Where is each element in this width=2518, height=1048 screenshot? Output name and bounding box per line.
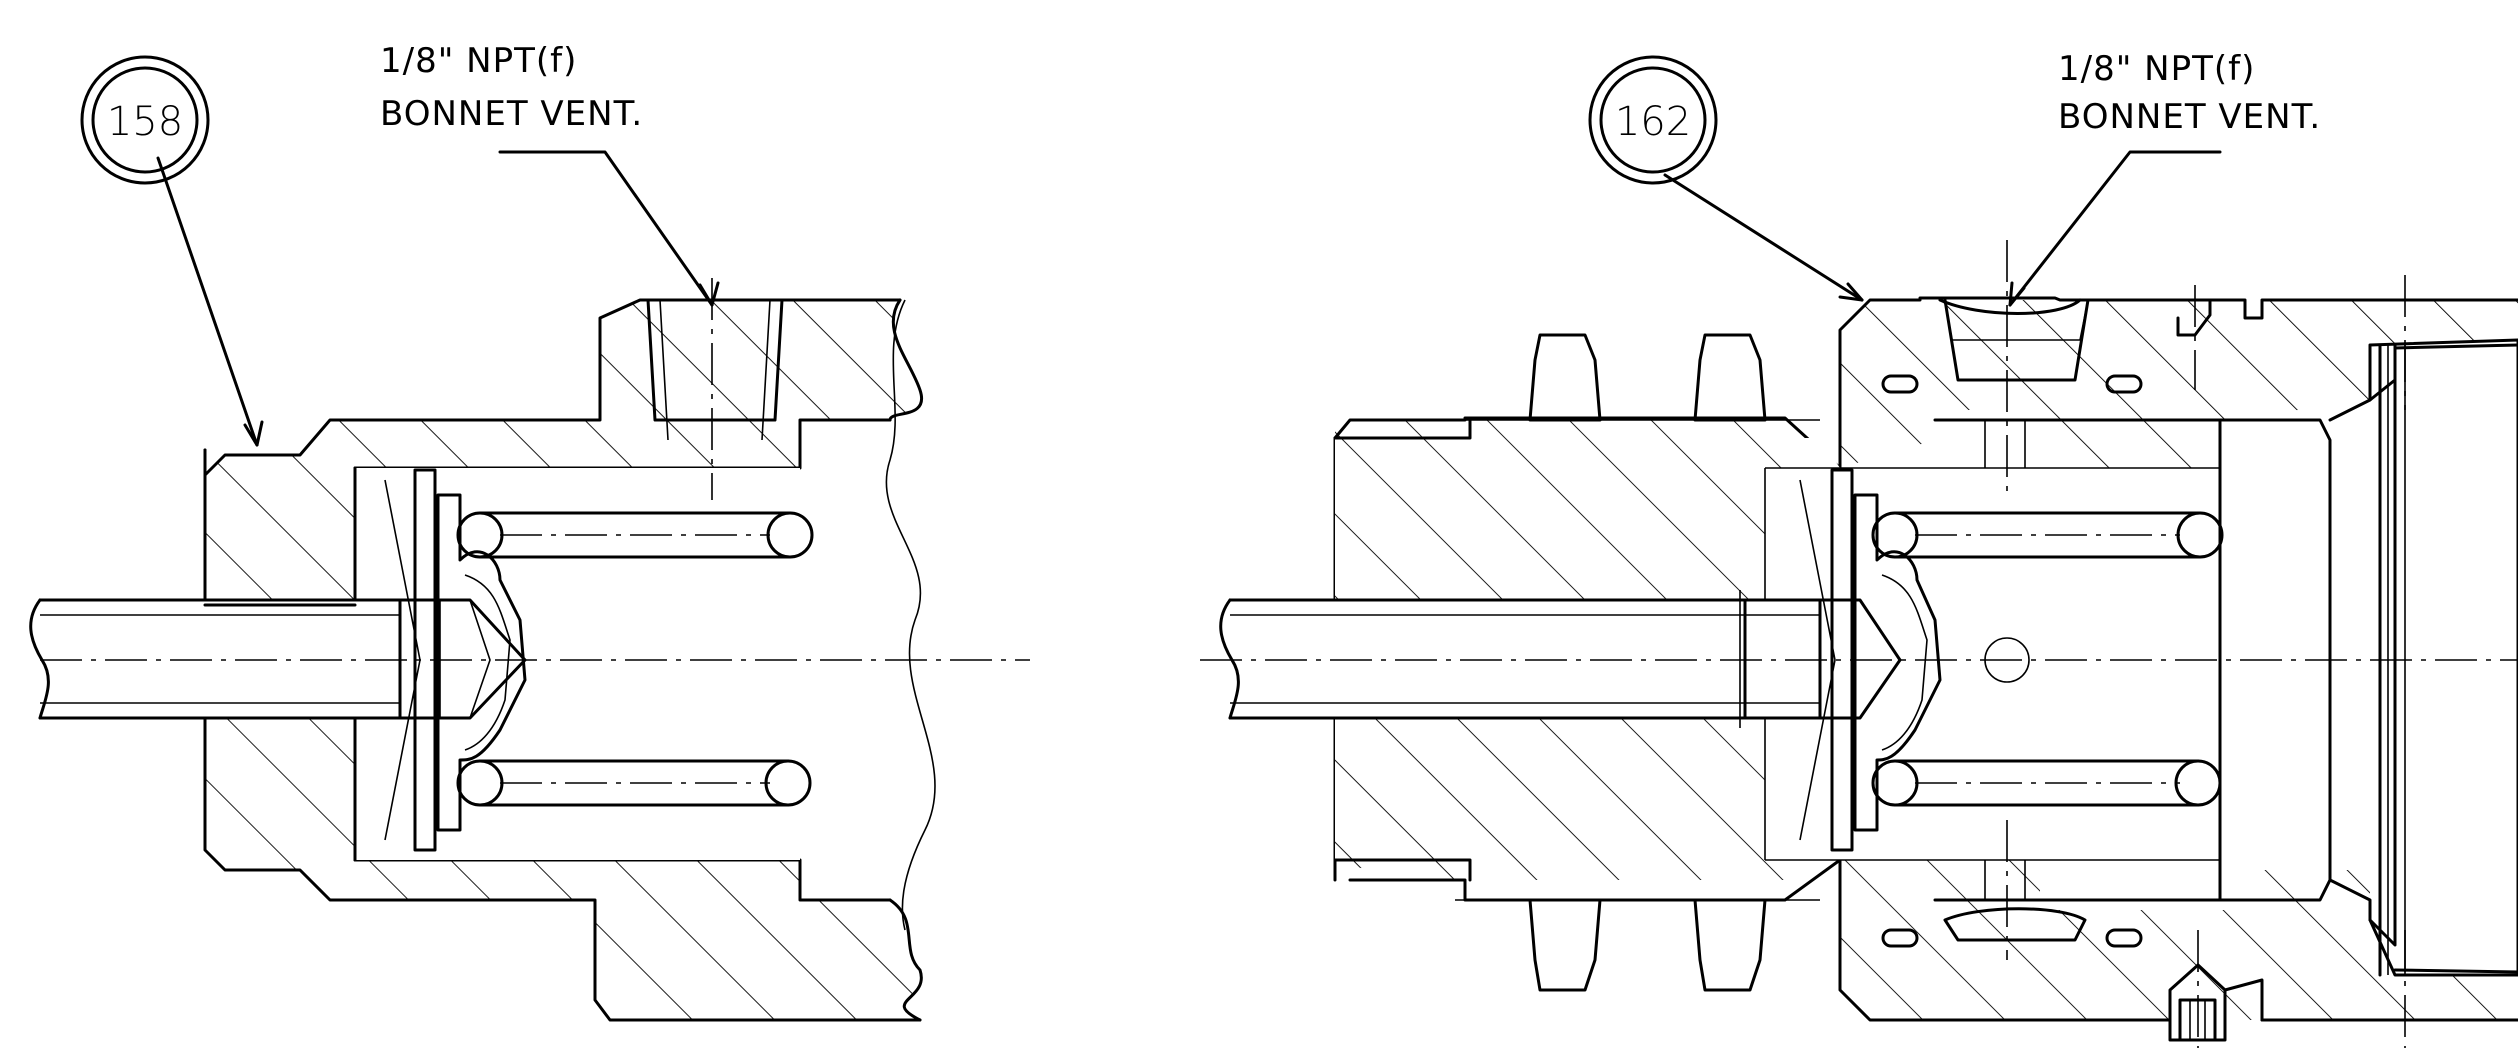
left-bonnet-upper [205, 300, 922, 845]
right-note-line1: 1/8" NPT(f) [2058, 49, 2255, 89]
right-note-line2: BONNET VENT. [2058, 97, 2321, 137]
right-yoke-nuts [1528, 333, 1767, 992]
right-section-view [1200, 150, 2518, 1048]
left-bonnet-lower [205, 605, 922, 1020]
left-balloon-number: 158 [107, 99, 183, 145]
left-section-view [29, 150, 1030, 1022]
right-drain-plug [2168, 930, 2264, 1048]
right-yoke-body [1335, 438, 1840, 860]
right-balloon: 162 [1588, 55, 1718, 185]
left-balloon: 158 [80, 55, 210, 185]
right-o-rings [1881, 374, 2143, 948]
left-spring [456, 511, 814, 807]
right-bonnet-upper [1840, 300, 2518, 480]
left-note-line2: BONNET VENT. [380, 94, 643, 134]
left-balloon-leader [156, 156, 259, 447]
right-bonnet-lower [1840, 860, 2518, 1020]
right-balloon-number: 162 [1615, 99, 1691, 145]
left-vent-leader [498, 150, 714, 307]
right-vent-leader [2008, 150, 2222, 307]
left-note-line1: 1/8" NPT(f) [380, 41, 577, 81]
right-balloon-leader [1663, 173, 1864, 302]
right-spring [1871, 511, 2224, 807]
